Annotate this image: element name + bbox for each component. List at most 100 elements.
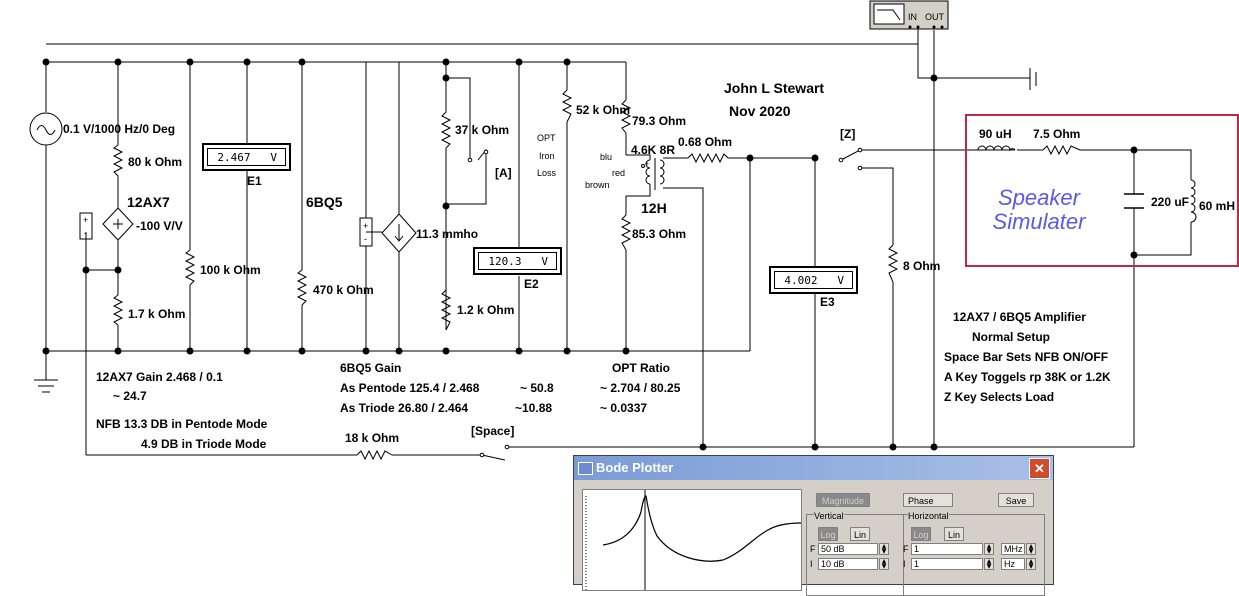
wire-blu-label: blu (600, 152, 613, 162)
vertical-log-button[interactable]: Log (818, 527, 838, 541)
horizontal-final-unit[interactable]: MHz (1001, 543, 1025, 555)
r-85-label: 85.3 Ohm (632, 227, 687, 241)
nfb-line1: NFB 13.3 DB in Pentode Mode (96, 417, 268, 431)
c-220uf-label: 220 uF (1151, 195, 1190, 209)
speaker-title-line1: Speaker (998, 185, 1080, 210)
vertical-final-label: F (810, 544, 816, 554)
meter-e3-name: E3 (820, 295, 835, 309)
switch-a-label[interactable]: [A] (495, 166, 512, 180)
horizontal-lin-button[interactable]: Lin (944, 527, 964, 541)
bode-title-bar[interactable]: Bode Plotter ✕ (574, 456, 1053, 480)
opt-loss-line3: Loss (537, 168, 557, 178)
r-79-label: 79.3 Ohm (632, 114, 687, 128)
triode-result: ~10.88 (515, 401, 553, 415)
r-470k-label: 470 k Ohm (313, 283, 374, 297)
close-button[interactable]: ✕ (1029, 458, 1050, 479)
horizontal-final-field[interactable]: 1 (911, 543, 983, 555)
vertical-initial-label: I (810, 559, 813, 569)
plotter-out-label: OUT (925, 12, 944, 22)
opt-ratio-line1: ~ 2.704 / 80.25 (600, 381, 681, 395)
space-switch-label[interactable]: [Space] (471, 424, 515, 438)
vertical-initial-spinner[interactable]: ▲▼ (879, 558, 889, 570)
pentode-label: As Pentode 125.4 / 2.468 (340, 381, 480, 395)
r-37k-label: 37 k Ohm (455, 123, 510, 137)
gain1-line2: ~ 24.7 (113, 389, 147, 403)
horizontal-log-button[interactable]: Log (911, 527, 931, 541)
stage1-gain-label: -100 V/V (136, 219, 183, 233)
plotter-in-label: IN (908, 12, 917, 22)
tube-6bq5-label: 6BQ5 (306, 194, 343, 210)
fb-resistor-label: 18 k Ohm (345, 431, 400, 445)
vertical-lin-button[interactable]: Lin (850, 527, 870, 541)
meter-e2: 120.3 V (473, 247, 562, 275)
pentode-result: ~ 50.8 (520, 381, 554, 395)
speaker-title-line2: Simulater (992, 209, 1086, 234)
author-label: John L Stewart (724, 80, 825, 96)
help-line3: Z Key Selects Load (944, 390, 1055, 404)
horizontal-label: Horizontal (908, 511, 949, 521)
r-52k-label: 52 k Ohm (576, 103, 631, 117)
amp-setup: Normal Setup (972, 330, 1051, 344)
r-068-label: 0.68 Ohm (678, 135, 733, 149)
svg-text:-: - (84, 228, 87, 238)
meter-e1-value: 2.467 (217, 150, 251, 164)
speaker-simulator-title: Speaker Simulater (983, 186, 1095, 234)
vertical-final-field[interactable]: 50 dB (818, 543, 878, 555)
nfb-line2: 4.9 DB in Triode Mode (141, 437, 267, 451)
r-load-label: 8 Ohm (903, 259, 941, 273)
meter-e2-value: 120.3 (488, 254, 522, 268)
help-line1: Space Bar Sets NFB ON/OFF (944, 350, 1109, 364)
meter-e2-display: 120.3 V (478, 252, 557, 270)
meter-e1-unit: V (270, 150, 277, 164)
opt-ratio-title: OPT Ratio (612, 361, 671, 375)
horizontal-initial-unit[interactable]: Hz (1001, 558, 1025, 570)
switch-z-label[interactable]: [Z] (840, 127, 856, 141)
source-label: 0.1 V/1000 Hz/0 Deg (63, 122, 176, 136)
wire-brown-label: brown (585, 180, 610, 190)
vertical-label: Vertical (814, 511, 844, 521)
inductance-12h-label: 12H (641, 200, 667, 216)
magnitude-button[interactable]: Magnitude (816, 493, 870, 507)
horizontal-initial-label: I (903, 559, 906, 569)
gm-label: 11.3 mmho (416, 227, 479, 241)
opt-loss-line2: Iron (539, 151, 555, 161)
meter-e3-unit: V (837, 273, 844, 287)
horizontal-initial-field[interactable]: 1 (911, 558, 983, 570)
circuit-schematic: + - + - + (29, 0, 1239, 461)
bode-response-curve (585, 490, 802, 590)
bode-plotter-window[interactable]: Bode Plotter ✕ Magnitude Phase Save Vert… (573, 455, 1054, 596)
window-icon (578, 462, 593, 475)
meter-e2-name: E2 (524, 277, 539, 291)
save-button[interactable]: Save (998, 493, 1034, 507)
svg-text:+: + (645, 161, 649, 168)
meter-e3: 4.002 V (769, 266, 858, 294)
r-1k2-label: 1.2 k Ohm (457, 303, 515, 317)
amp-title: 12AX7 / 6BQ5 Amplifier (953, 310, 1086, 324)
phase-button[interactable]: Phase (903, 493, 953, 507)
meter-e1-display: 2.467 V (207, 148, 286, 166)
r-80k-label: 80 k Ohm (128, 155, 183, 169)
gain2-title: 6BQ5 Gain (340, 361, 402, 375)
r-100k-label: 100 k Ohm (200, 263, 261, 277)
horizontal-initial-unit-spinner[interactable]: ▲▼ (1026, 558, 1036, 570)
tube-12ax7-label: 12AX7 (127, 194, 170, 210)
svg-text:-: - (364, 234, 367, 244)
l-60mh-label: 60 mH (1199, 199, 1236, 213)
help-line2: A Key Toggels rp 38K or 1.2K (944, 370, 1111, 384)
horizontal-final-unit-spinner[interactable]: ▲▼ (1026, 543, 1036, 555)
r-1k7-label: 1.7 k Ohm (128, 307, 186, 321)
vertical-initial-field[interactable]: 10 dB (818, 558, 878, 570)
meter-e1-name: E1 (247, 174, 262, 188)
triode-label: As Triode 26.80 / 2.464 (340, 401, 469, 415)
bode-title-text: Bode Plotter (596, 460, 674, 475)
vertical-final-spinner[interactable]: ▲▼ (879, 543, 889, 555)
horizontal-initial-spinner[interactable]: ▲▼ (984, 558, 994, 570)
r-75-label: 7.5 Ohm (1033, 127, 1081, 141)
svg-text:+: + (83, 215, 88, 225)
opt-ratio-line2: ~ 0.0337 (600, 401, 648, 415)
meter-e2-unit: V (541, 254, 548, 268)
gain1-line1: 12AX7 Gain 2.468 / 0.1 (96, 370, 223, 384)
svg-text:+: + (363, 221, 368, 231)
horizontal-final-label: F (903, 544, 909, 554)
horizontal-final-spinner[interactable]: ▲▼ (984, 543, 994, 555)
